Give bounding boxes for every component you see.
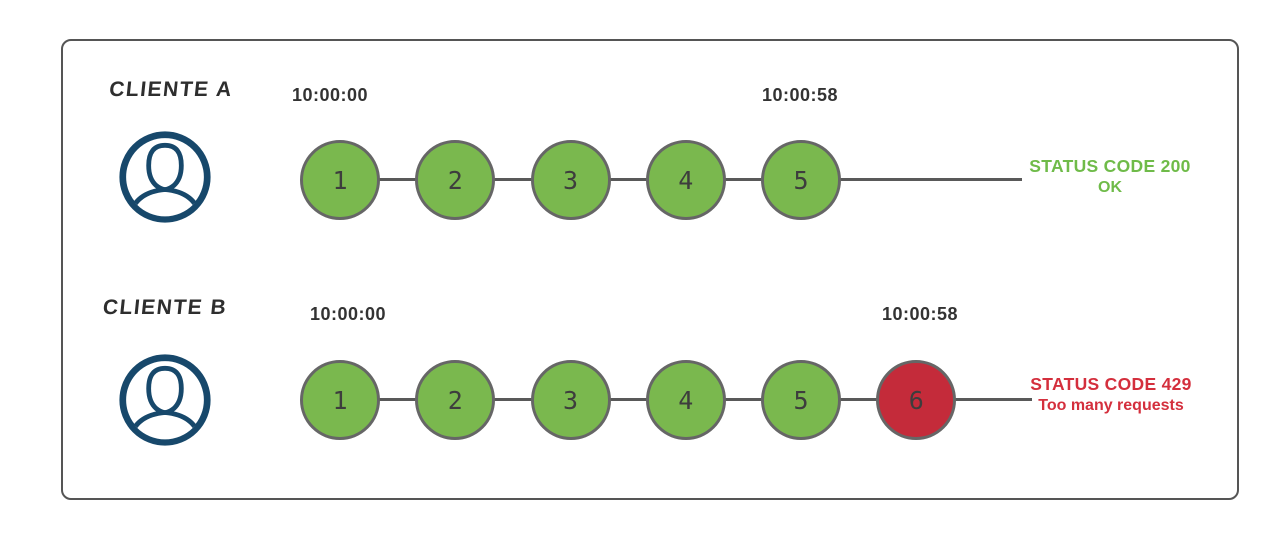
- request-circle-2: 2: [415, 360, 496, 440]
- status-message-text: Too many requests: [1038, 397, 1184, 414]
- request-circle-4: 4: [645, 360, 726, 440]
- start-timestamp: 10:00:00: [291, 85, 369, 105]
- status-code-text: STATUS CODE 200: [1029, 156, 1191, 176]
- request-circle-3: 3: [530, 360, 611, 440]
- status-label-200: STATUS CODE 200 OK: [1024, 156, 1196, 197]
- user-avatar-icon: [117, 352, 213, 448]
- end-timestamp: 10:00:58: [881, 304, 959, 324]
- diagram-frame: [61, 39, 1239, 500]
- user-avatar-icon: [117, 129, 213, 225]
- request-circle-1: 1: [300, 360, 380, 440]
- start-timestamp: 10:00:00: [309, 304, 387, 324]
- client-b-label: CLIENTE B: [101, 296, 229, 319]
- request-circle-5: 5: [761, 140, 841, 220]
- request-circle-4: 4: [645, 140, 726, 220]
- client-a-label: CLIENTE A: [108, 78, 235, 101]
- end-timestamp: 10:00:58: [761, 85, 839, 105]
- status-message-text: OK: [1098, 179, 1122, 196]
- status-code-text: STATUS CODE 429: [1030, 374, 1192, 394]
- request-circle-6: 6: [876, 360, 957, 440]
- request-circle-5: 5: [761, 360, 841, 440]
- request-circle-2: 2: [415, 140, 496, 220]
- request-circle-1: 1: [300, 140, 380, 220]
- status-label-429: STATUS CODE 429 Too many requests: [1026, 374, 1196, 415]
- request-circle-3: 3: [530, 140, 611, 220]
